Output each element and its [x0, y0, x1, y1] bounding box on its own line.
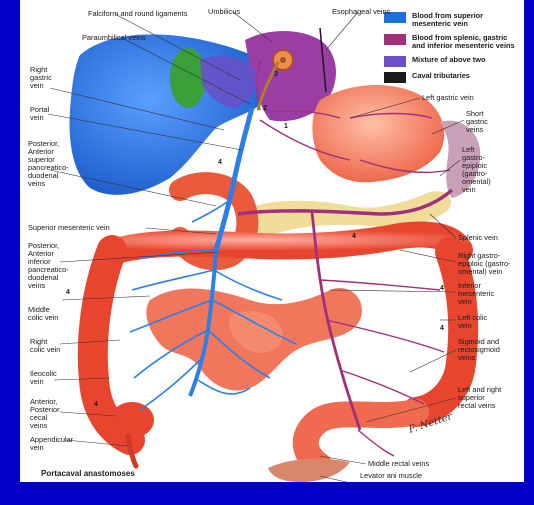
figure-caption: Portacaval anastomoses [41, 469, 135, 478]
label-sup-mesenteric: Superior mesenteric vein [28, 224, 110, 232]
label-ileocolic: Ileocolic vein [30, 370, 57, 386]
number-2-label: 2 [263, 105, 267, 112]
levator-ani [268, 459, 350, 482]
legend-item-caval: Caval tributaries [384, 72, 470, 83]
label-levator: Levator ani muscle [360, 472, 422, 480]
label-left-gastric: Left gastric vein [422, 94, 474, 102]
number-4-label-d: 4 [440, 325, 444, 332]
label-left-colic: Left colic vein [458, 314, 487, 330]
legend-item-mixture: Mixture of above two [384, 56, 486, 67]
legend-swatch [384, 34, 406, 45]
number-3-label: 3 [274, 71, 278, 78]
label-portal: Portal vein [30, 106, 49, 122]
label-paraumbilical: Paraumbilical veins [82, 34, 146, 42]
label-rectal-sup: Left and right superior rectal veins [458, 386, 501, 410]
illustration-frame: 2 1 3 4 4 4 4 4 4 Blood from superior me… [20, 0, 524, 482]
legend-item-superior: Blood from superior mesenteric vein [384, 12, 483, 28]
number-4-label-f: 4 [94, 401, 98, 408]
legend-label: Mixture of above two [412, 56, 486, 64]
label-post-ant-sup: Posterior, Anterior superior pancreatico… [28, 140, 69, 188]
legend-label: Blood from superior mesenteric vein [412, 12, 483, 28]
number-4-label-e: 4 [352, 233, 356, 240]
label-left-gastroepiploic: Left gastro- epiploic (gastro- omental) … [462, 146, 491, 194]
number-1-label: 1 [284, 123, 288, 130]
label-falciform: Falciform and round ligaments [88, 10, 187, 18]
descending-colon [416, 252, 463, 412]
label-inf-mesenteric: Inferior mesenteric vein [458, 282, 494, 306]
legend-label: Blood from splenic, gastric and inferior… [412, 34, 515, 50]
legend-swatch [384, 72, 406, 83]
label-umbilicus: Umbilicus [208, 8, 240, 16]
label-post-ant-inf: Posterior, Anterior inferior pancreatico… [28, 242, 69, 290]
label-splenic: Splenic vein [458, 234, 498, 242]
label-right-gastroepiploic: Right gastro- epiploic (gastro- omental)… [458, 252, 511, 276]
number-4-label-c: 4 [440, 285, 444, 292]
legend-item-splenic: Blood from splenic, gastric and inferior… [384, 34, 515, 50]
gallbladder [170, 48, 206, 108]
label-esophageal: Esophageal veins [332, 8, 390, 16]
sigmoid-rectum [306, 412, 416, 466]
cecum [110, 402, 154, 438]
number-4-label-a: 4 [218, 159, 222, 166]
legend-label: Caval tributaries [412, 72, 470, 80]
label-right-colic: Right colic vein [30, 338, 60, 354]
number-4-label-b: 4 [66, 289, 70, 296]
label-middle-colic: Middle colic vein [28, 306, 58, 322]
transverse-colon [120, 235, 460, 250]
label-appendicular: Appendicular vein [30, 436, 73, 452]
label-short-gastric: Short gastric veins [466, 110, 488, 134]
label-sigmoid: Sigmoid and rectosigmoid veins [458, 338, 500, 362]
legend-swatch [384, 56, 406, 67]
label-right-gastric: Right gastric vein [30, 66, 52, 90]
liver [70, 34, 272, 195]
umbilicus-center [280, 57, 286, 63]
label-cecal: Anterior, Posterior cecal veins [30, 398, 60, 430]
label-middle-rectal: Middle rectal veins [368, 460, 429, 468]
